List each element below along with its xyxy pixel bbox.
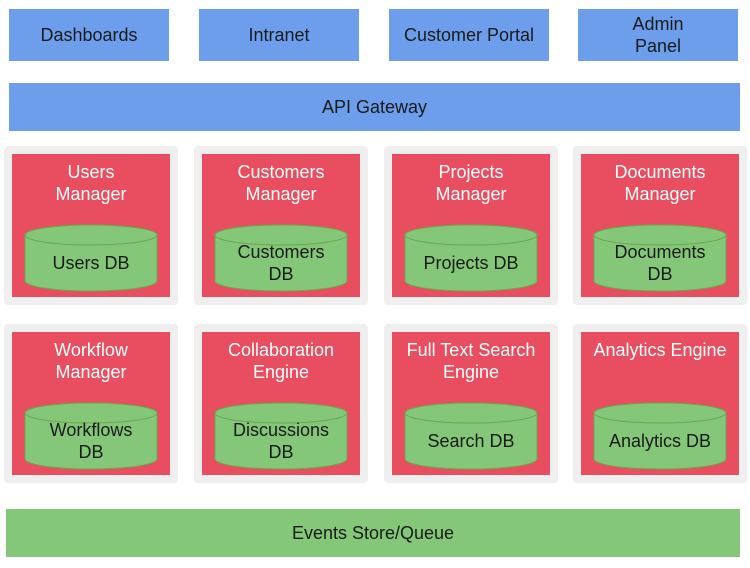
service-box: Documents Manager Documents DB: [581, 154, 739, 297]
client-box-dashboards: Dashboards: [9, 9, 169, 61]
database-body: [404, 234, 538, 292]
client-label: Customer Portal: [403, 25, 535, 45]
database-top: [593, 402, 727, 424]
service-card-analytics: Analytics Engine Analytics DB: [573, 324, 747, 483]
database-cylinder: Projects DB: [404, 224, 538, 292]
service-title: Analytics Engine: [593, 340, 727, 360]
database-top: [214, 224, 348, 246]
database-label: Projects DB: [423, 253, 519, 273]
service-title: Full Text Search Engine: [406, 340, 536, 382]
database-body: [593, 412, 727, 470]
database-label: Documents DB: [614, 242, 706, 284]
service-box: Collaboration Engine Discussions DB: [202, 332, 360, 475]
database-label: Customers DB: [237, 242, 325, 284]
database-icon: [24, 224, 158, 292]
client-box-intranet: Intranet: [199, 9, 359, 61]
client-label: Admin Panel: [632, 14, 684, 56]
service-box: Projects Manager Projects DB: [392, 154, 550, 297]
service-title: Workflow Manager: [54, 340, 128, 382]
database-icon: [214, 224, 348, 292]
service-box: Customers Manager Customers DB: [202, 154, 360, 297]
database-cylinder: Users DB: [24, 224, 158, 292]
database-icon: [214, 402, 348, 470]
database-top: [24, 402, 158, 424]
database-body: [214, 412, 348, 470]
database-cylinder: Analytics DB: [593, 402, 727, 470]
database-cylinder: Search DB: [404, 402, 538, 470]
service-card-users: Users Manager Users DB: [4, 146, 178, 305]
service-box: Users Manager Users DB: [12, 154, 170, 297]
service-title: Documents Manager: [614, 162, 706, 204]
database-icon: [24, 402, 158, 470]
service-title: Customers Manager: [237, 162, 325, 204]
database-icon: [593, 224, 727, 292]
database-body: [404, 412, 538, 470]
database-body: [214, 234, 348, 292]
service-card-workflow: Workflow Manager Workflows DB: [4, 324, 178, 483]
client-box-admin-panel: Admin Panel: [578, 9, 738, 61]
database-cylinder: Customers DB: [214, 224, 348, 292]
service-card-customers: Customers Manager Customers DB: [194, 146, 368, 305]
service-box: Analytics Engine Analytics DB: [581, 332, 739, 475]
service-card-documents: Documents Manager Documents DB: [573, 146, 747, 305]
service-card-collaboration: Collaboration Engine Discussions DB: [194, 324, 368, 483]
database-label: Search DB: [427, 431, 515, 451]
database-top: [404, 224, 538, 246]
database-icon: [404, 224, 538, 292]
events-store-label: Events Store/Queue: [291, 522, 455, 543]
service-title: Projects Manager: [435, 162, 507, 204]
api-gateway-bar: API Gateway: [9, 83, 740, 131]
database-top: [404, 402, 538, 424]
service-card-projects: Projects Manager Projects DB: [384, 146, 558, 305]
service-box: Workflow Manager Workflows DB: [12, 332, 170, 475]
database-cylinder: Discussions DB: [214, 402, 348, 470]
service-title: Collaboration Engine: [227, 340, 335, 382]
database-icon: [404, 402, 538, 470]
database-icon: [593, 402, 727, 470]
database-label: Discussions DB: [232, 420, 330, 462]
service-card-search: Full Text Search Engine Search DB: [384, 324, 558, 483]
database-body: [593, 234, 727, 292]
database-body: [24, 412, 158, 470]
service-box: Full Text Search Engine Search DB: [392, 332, 550, 475]
database-top: [24, 224, 158, 246]
client-box-customer-portal: Customer Portal: [389, 9, 549, 61]
database-top: [593, 224, 727, 246]
database-top: [214, 402, 348, 424]
client-label: Intranet: [248, 25, 310, 45]
api-gateway-label: API Gateway: [321, 96, 428, 117]
database-body: [24, 234, 158, 292]
events-store-bar: Events Store/Queue: [6, 509, 740, 557]
database-label: Analytics DB: [608, 431, 712, 451]
database-cylinder: Workflows DB: [24, 402, 158, 470]
database-label: Users DB: [52, 253, 130, 273]
database-label: Workflows DB: [49, 420, 133, 462]
database-cylinder: Documents DB: [593, 224, 727, 292]
client-label: Dashboards: [40, 25, 138, 45]
service-title: Users Manager: [55, 162, 127, 204]
